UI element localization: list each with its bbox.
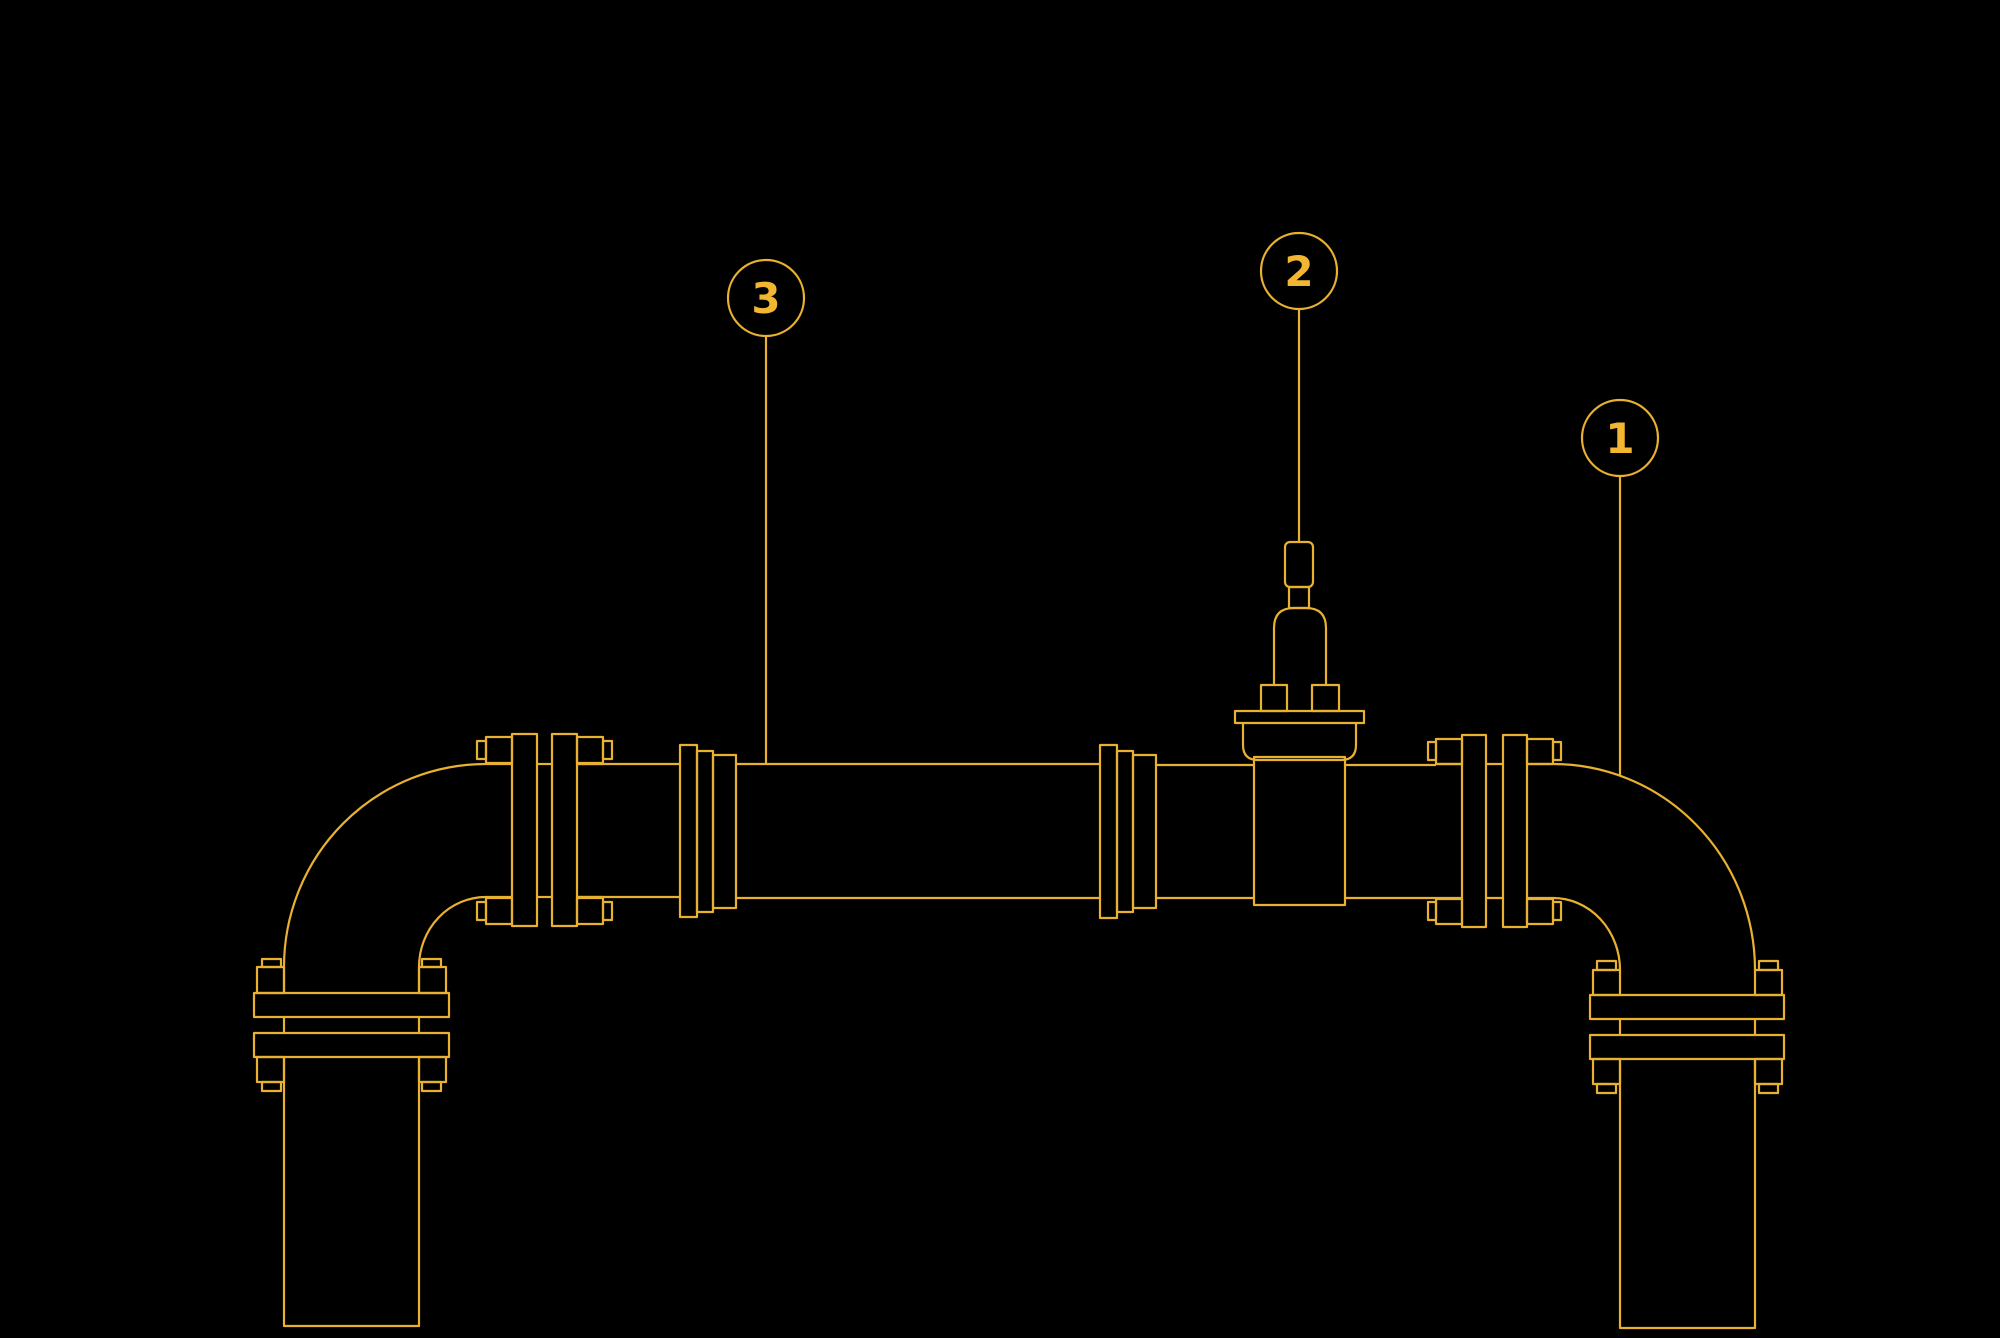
left-horizontal-flange-pair [475,732,614,928]
right-vertical-pipe [1618,1059,1757,1330]
valve-actuator [1233,540,1366,762]
callout-3[interactable]: 3 [726,258,806,764]
right-horizontal-flange-pair [1426,733,1563,929]
horizontal-pipe-lines [486,762,1553,900]
valve-body [1252,755,1347,907]
left-elbow [282,762,487,968]
left-coupling [678,743,738,919]
callout-2-label: 2 [1284,247,1313,296]
left-vertical-pipe [282,1057,421,1328]
callout-2[interactable]: 2 [1259,231,1339,542]
right-coupling [1098,743,1158,920]
callout-1-label: 1 [1605,414,1634,463]
callout-1[interactable]: 1 [1580,398,1660,775]
callout-3-label: 3 [751,274,780,323]
left-vertical-flange-pair [252,957,451,1093]
right-elbow [1552,762,1757,971]
